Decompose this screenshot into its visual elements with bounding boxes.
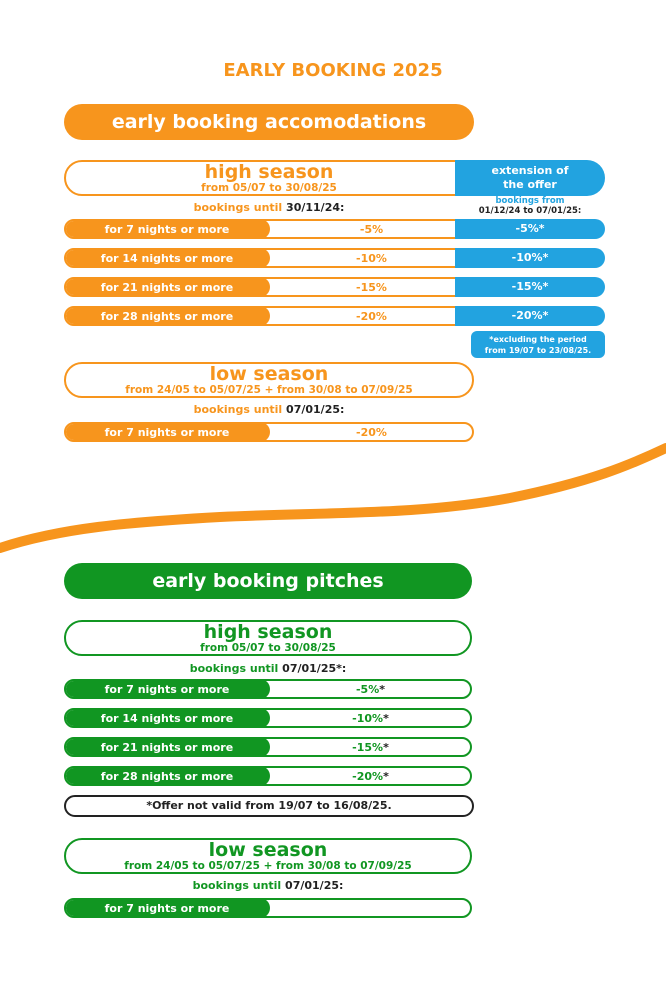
until-date: 30/11/24:: [286, 201, 345, 214]
row-label: for 7 nights or more: [66, 681, 270, 697]
accommodations-high-row-7: for 7 nights or more -5%: [64, 219, 474, 239]
extension-title-line1: extension of: [491, 164, 569, 177]
pitches-low-row-7: for 7 nights or more: [64, 898, 472, 918]
accommodations-banner-label: early booking accomodations: [111, 111, 427, 133]
row-label: for 7 nights or more: [66, 221, 270, 237]
accommodations-high-season-box: high season from 05/07 to 30/08/25: [64, 160, 474, 196]
extension-value-21: -15%*: [455, 277, 605, 297]
row-value-number: -15%: [352, 741, 384, 754]
extension-note-line1: *excluding the period: [489, 335, 587, 344]
until-label: bookings until: [193, 201, 283, 214]
offer-not-valid-note: *Offer not valid from 19/07 to 16/08/25.: [64, 795, 474, 817]
row-value: -15%: [356, 281, 387, 294]
row-value: -5%*: [271, 681, 470, 697]
row-value: -20%: [356, 310, 387, 323]
high-season-dates: from 05/07 to 30/08/25: [201, 182, 337, 194]
row-value: -20%*: [271, 768, 470, 784]
low-season-dates: from 24/05 to 05/07/25 + from 30/08 to 0…: [124, 860, 412, 872]
until-label: bookings until: [193, 403, 283, 416]
accommodations-low-season-box: low season from 24/05 to 05/07/25 + from…: [64, 362, 474, 398]
accommodations-high-row-21: for 21 nights or more -15%: [64, 277, 474, 297]
row-value-mark: *: [383, 712, 389, 725]
extension-offer-header: extension of the offer: [455, 160, 605, 196]
pitches-high-row-28: for 28 nights or more -20%*: [64, 766, 472, 786]
accommodations-low-row-7: for 7 nights or more -20%: [64, 422, 474, 442]
pitches-high-season-box: high season from 05/07 to 30/08/25: [64, 620, 472, 656]
until-date: 07/01/25:: [286, 403, 345, 416]
page-title: EARLY BOOKING 2025: [223, 60, 443, 81]
row-value-number: -5%: [355, 683, 380, 696]
pitches-high-row-21: for 21 nights or more -15%*: [64, 737, 472, 757]
accommodations-high-row-28: for 28 nights or more -20%: [64, 306, 474, 326]
low-season-dates: from 24/05 to 05/07/25 + from 30/08 to 0…: [125, 384, 413, 396]
extension-value-7: -5%*: [455, 219, 605, 239]
row-label: for 14 nights or more: [66, 710, 270, 726]
high-season-label: high season: [203, 621, 333, 643]
pitches-banner-label: early booking pitches: [152, 570, 384, 592]
row-label: for 28 nights or more: [66, 308, 270, 324]
low-season-label: low season: [208, 839, 328, 861]
extension-from-dates: 01/12/24 to 07/01/25:: [478, 206, 582, 216]
row-label: for 21 nights or more: [66, 739, 270, 755]
pitches-high-row-7: for 7 nights or more -5%*: [64, 679, 472, 699]
row-value: -20%: [356, 426, 387, 439]
until-date: 07/01/25*:: [282, 662, 347, 675]
low-season-label: low season: [209, 363, 329, 385]
high-season-dates: from 05/07 to 30/08/25: [200, 642, 336, 654]
row-label: for 14 nights or more: [66, 250, 270, 266]
extension-note: *excluding the period from 19/07 to 23/0…: [471, 331, 605, 358]
row-value: -15%*: [271, 739, 470, 755]
row-label: for 7 nights or more: [66, 424, 270, 440]
row-value-mark: *: [379, 683, 385, 696]
row-value-mark: *: [383, 770, 389, 783]
accommodations-high-row-14: for 14 nights or more -10%: [64, 248, 474, 268]
extension-note-line2: from 19/07 to 23/08/25.: [484, 346, 592, 355]
row-value: -10%*: [271, 710, 470, 726]
accommodations-banner: early booking accomodations: [64, 104, 474, 140]
row-value-mark: *: [383, 741, 389, 754]
row-label: for 21 nights or more: [66, 279, 270, 295]
extension-bookings-from: bookings from 01/12/24 to 07/01/25:: [455, 196, 605, 216]
row-value-number: -10%: [352, 712, 384, 725]
extension-value-14: -10%*: [455, 248, 605, 268]
pitches-low-season-box: low season from 24/05 to 05/07/25 + from…: [64, 838, 472, 874]
extension-value-28: -20%*: [455, 306, 605, 326]
until-date: 07/01/25:: [285, 879, 344, 892]
orange-wave-divider: [0, 443, 666, 553]
extension-title-line2: the offer: [503, 178, 557, 191]
row-label: for 28 nights or more: [66, 768, 270, 784]
row-label: for 7 nights or more: [66, 900, 270, 916]
pitches-low-until: bookings until 07/01/25:: [64, 879, 472, 892]
until-label: bookings until: [189, 662, 279, 675]
row-value: -10%: [356, 252, 387, 265]
extension-from-label: bookings from: [495, 196, 565, 206]
accommodations-low-until: bookings until 07/01/25:: [64, 403, 474, 416]
row-value-number: -20%: [352, 770, 384, 783]
accommodations-high-until: bookings until 30/11/24:: [64, 201, 474, 214]
high-season-label: high season: [204, 161, 334, 183]
pitches-banner: early booking pitches: [64, 563, 472, 599]
row-value: -5%: [359, 223, 384, 236]
until-label: bookings until: [192, 879, 282, 892]
pitches-high-row-14: for 14 nights or more -10%*: [64, 708, 472, 728]
row-value: [271, 900, 470, 916]
pitches-high-until: bookings until 07/01/25*:: [64, 662, 472, 675]
